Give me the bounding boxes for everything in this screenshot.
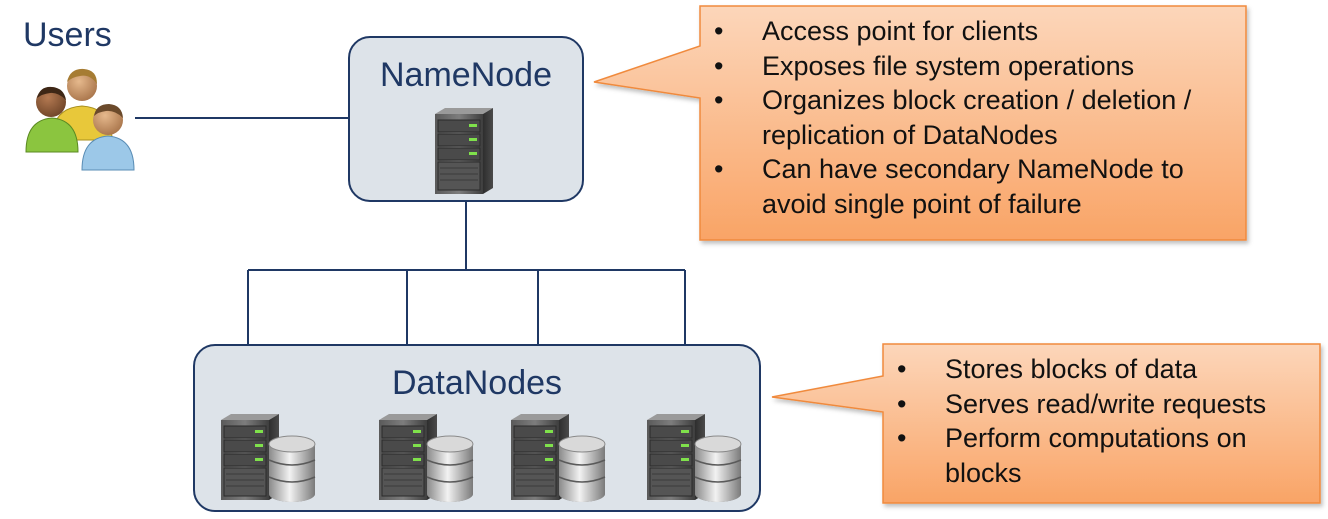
database-icon xyxy=(694,435,742,503)
users-label: Users xyxy=(23,16,112,54)
server-icon xyxy=(435,108,494,195)
users-icon xyxy=(25,68,135,171)
namenode-title: NameNode xyxy=(380,56,552,94)
database-icon xyxy=(426,435,474,503)
datanodes-box[interactable]: DataNodes xyxy=(193,344,761,512)
database-icon xyxy=(268,435,316,503)
database-icon xyxy=(558,435,606,503)
callout-item: •Perform computations on blocks xyxy=(897,423,1247,488)
namenode-callout-list: •Access point for clients •Exposes file … xyxy=(700,14,1240,221)
callout-item: •Can have secondary NameNode to avoid si… xyxy=(714,154,1184,219)
namenode-box[interactable]: NameNode xyxy=(348,36,584,202)
namenode-callout-shape xyxy=(593,5,1247,241)
callout-item: •Stores blocks of data xyxy=(897,354,1198,384)
datanode-2 xyxy=(379,414,474,503)
datanode-1 xyxy=(221,414,316,503)
datanodes-title: DataNodes xyxy=(391,364,563,402)
datanode-4 xyxy=(647,414,742,503)
callout-item: •Access point for clients xyxy=(714,16,1039,46)
datanode-callout-list: •Stores blocks of data •Serves read/writ… xyxy=(883,352,1315,490)
callout-item: •Serves read/write requests xyxy=(897,388,1267,419)
callout-item: •Exposes file system operations xyxy=(714,50,1135,81)
datanode-3 xyxy=(511,414,606,503)
datanode-callout-shape xyxy=(771,343,1321,504)
callout-item: •Organizes block creation / deletion / r… xyxy=(714,85,1192,150)
connector-lines xyxy=(135,117,686,346)
